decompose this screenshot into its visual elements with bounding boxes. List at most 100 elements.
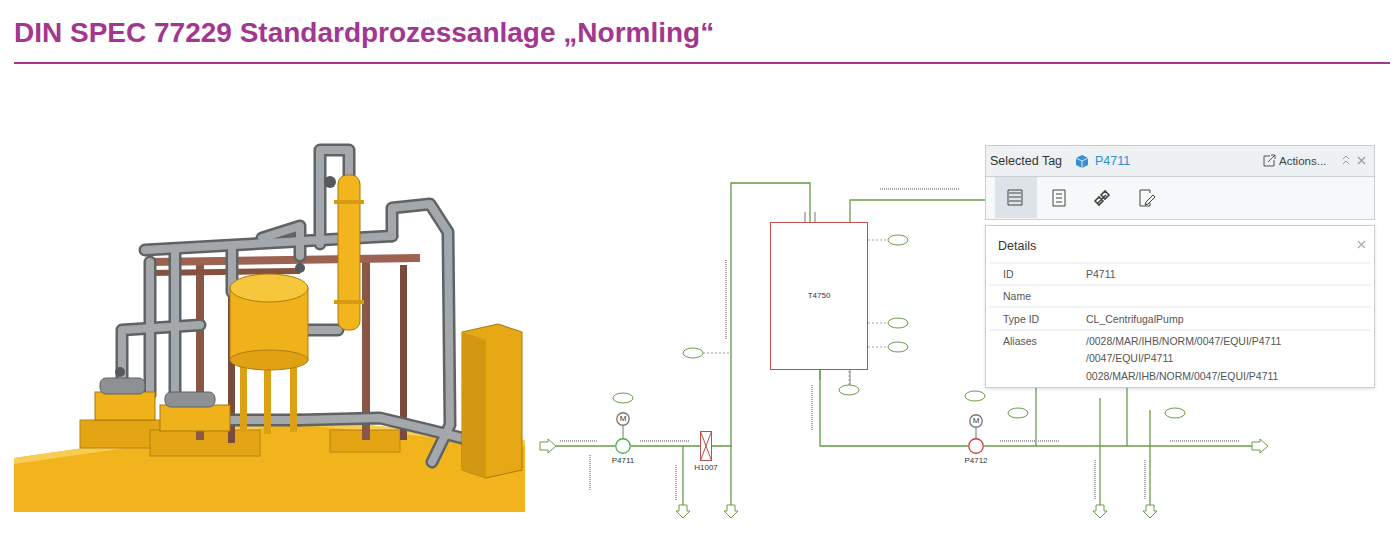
instrument-bubble <box>839 385 859 395</box>
field-value: /0028/MAR/IHB/NORM/0047/EQUI/P4711 <box>1086 335 1281 348</box>
column-flange <box>334 300 364 304</box>
pump-symbol: P4712 <box>968 438 984 454</box>
circle-outline <box>968 438 984 454</box>
circle-outline <box>616 439 631 454</box>
instrument-bubble <box>965 391 985 401</box>
valve <box>295 263 305 273</box>
instrument-bubble <box>888 318 908 328</box>
details-tab-icon <box>1008 190 1022 205</box>
instrument-bubble <box>888 342 908 352</box>
panel-heading: Selected Tag <box>990 154 1062 169</box>
motor-letter: M <box>616 414 630 424</box>
pipe <box>262 226 300 256</box>
pipe-outline <box>122 150 470 462</box>
valve <box>324 176 336 188</box>
pipe-line <box>1099 398 1100 505</box>
motor-letter: M <box>969 416 983 426</box>
pump-motor <box>100 378 145 394</box>
table-rule <box>990 263 1370 330</box>
pipe <box>308 326 338 334</box>
pipe-line <box>730 446 731 505</box>
field-name: Aliases <box>1003 335 1037 348</box>
circle-outline <box>617 413 630 426</box>
panel-heading: Details <box>998 239 1036 254</box>
tank-leg <box>240 360 247 432</box>
actions-icon <box>1264 155 1275 166</box>
inlet-arrow <box>540 439 556 453</box>
instrument-bubble <box>888 235 908 245</box>
equipment-tag: P4711 <box>612 456 635 466</box>
pipe-connector <box>820 370 968 446</box>
pump-symbol: P4711 <box>615 438 631 454</box>
equipment-tag: H1007 <box>694 463 718 473</box>
pipe-body <box>122 150 470 462</box>
close-icon <box>1358 241 1365 248</box>
circle-outline <box>970 415 983 428</box>
instrument-bubble <box>613 393 633 403</box>
pipe-connector <box>631 445 700 446</box>
outlet-arrow <box>1252 439 1268 453</box>
field-value: 0028/MAR/IHB/NORM/0047/EQUI/P4711 <box>1086 370 1278 383</box>
field-value: CL_CentrifugalPump <box>1086 313 1183 326</box>
pipe-line <box>556 445 615 446</box>
pipe-line <box>850 200 985 222</box>
title-rule <box>14 62 1390 64</box>
pipe-line <box>1035 388 1036 446</box>
circle-outline <box>615 438 631 454</box>
field-name: ID <box>1003 268 1014 281</box>
pipe-line <box>1126 388 1127 446</box>
outlet-arrow <box>676 505 690 518</box>
field-value: P4711 <box>1086 268 1116 281</box>
pipe <box>122 325 200 380</box>
column-flange <box>334 200 364 204</box>
pump-base <box>160 405 230 431</box>
exchanger-cross <box>701 432 712 461</box>
pipe-line <box>984 445 1252 446</box>
cube-icon <box>1076 155 1088 168</box>
active-tab <box>995 177 1037 218</box>
equipment-tag: T4750 <box>771 291 867 301</box>
tank-vessel: T4750 <box>770 222 868 370</box>
cabinet <box>462 324 522 478</box>
circle-outline <box>969 439 984 454</box>
instrument-bubble <box>683 348 703 358</box>
outlet-arrow <box>1093 505 1107 518</box>
tag-panel: Selected Tag P4711 Actions... <box>985 145 1375 220</box>
selected-tag-id: P4711 <box>1095 154 1130 169</box>
details-panel: Details <box>985 225 1375 388</box>
heat-exchanger-symbol: H1007 <box>700 431 712 461</box>
valve <box>115 367 125 377</box>
frame-column <box>400 265 407 440</box>
foundation <box>150 430 260 456</box>
tank-leg <box>290 360 297 432</box>
cabinet-face <box>462 332 486 478</box>
equipment-tag: P4712 <box>964 456 987 466</box>
link-tab-icon <box>1095 191 1109 205</box>
pipe-line <box>682 446 683 505</box>
pump-motor <box>165 392 215 407</box>
exchanger-outline <box>701 432 712 461</box>
field-value: /0047/EQUI/P4711 <box>1086 352 1173 365</box>
tank-bottom <box>230 350 308 370</box>
motor-symbol: M <box>969 414 983 428</box>
tank-top <box>230 274 308 302</box>
motor-symbol: M <box>616 412 630 426</box>
pipe <box>300 418 470 440</box>
column-vessel <box>338 175 360 330</box>
outlet-arrow <box>724 505 738 518</box>
pipe-connector <box>976 428 977 438</box>
pipe-line <box>1149 410 1150 505</box>
document-tab-icon <box>1053 190 1065 206</box>
actions-menu: Actions... <box>1279 155 1326 169</box>
pipe-connector <box>623 426 624 438</box>
instrument-bubble <box>1008 408 1028 418</box>
frame-beam <box>150 254 420 266</box>
field-name: Name <box>1003 290 1031 303</box>
page-title: DIN SPEC 77229 Standardprozessanlage „No… <box>14 17 714 49</box>
edit-tab-icon <box>1140 190 1155 206</box>
outlet-arrow <box>1143 505 1157 518</box>
cube-icon <box>1076 158 1088 168</box>
pipe <box>308 324 338 337</box>
